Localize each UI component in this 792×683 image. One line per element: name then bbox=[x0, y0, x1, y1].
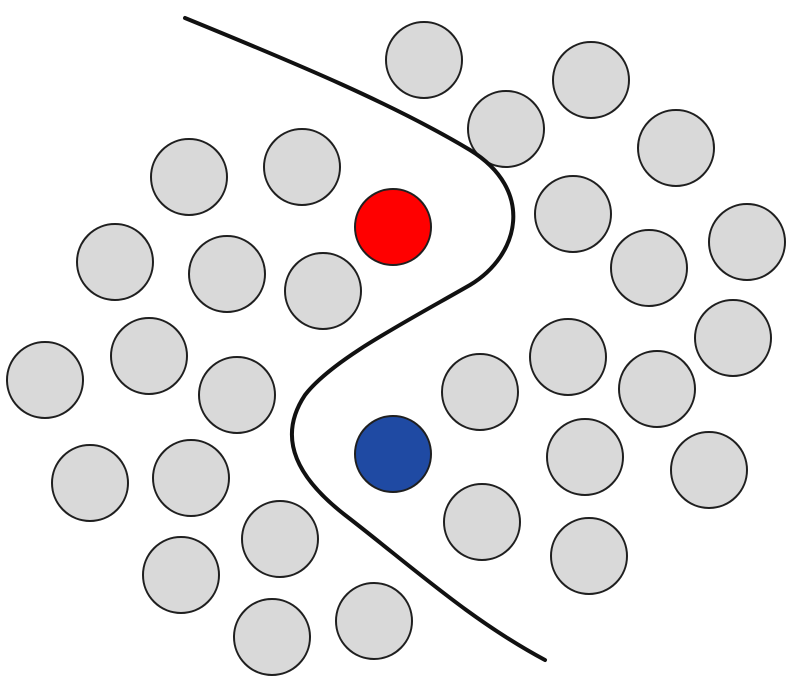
neutral-point-27 bbox=[142, 536, 220, 614]
neutral-points-group bbox=[6, 21, 786, 676]
neutral-point-6 bbox=[263, 128, 341, 206]
neutral-point-22 bbox=[546, 418, 624, 496]
neutral-point-10 bbox=[188, 235, 266, 313]
neutral-point-2 bbox=[552, 41, 630, 119]
neutral-point-4 bbox=[637, 109, 715, 187]
neutral-point-24 bbox=[241, 500, 319, 578]
decision-boundary bbox=[183, 16, 547, 662]
neutral-point-19 bbox=[618, 350, 696, 428]
neutral-point-28 bbox=[233, 598, 311, 676]
neutral-point-23 bbox=[670, 431, 748, 509]
neutral-point-9 bbox=[76, 223, 154, 301]
neutral-point-8 bbox=[708, 203, 786, 281]
neutral-point-12 bbox=[610, 229, 688, 307]
neutral-point-21 bbox=[152, 439, 230, 517]
neutral-point-15 bbox=[198, 356, 276, 434]
red-point bbox=[354, 188, 432, 266]
neutral-point-13 bbox=[6, 341, 84, 419]
neutral-point-29 bbox=[335, 582, 413, 660]
neutral-point-16 bbox=[441, 353, 519, 431]
neutral-point-25 bbox=[443, 483, 521, 561]
neutral-point-11 bbox=[284, 252, 362, 330]
neutral-point-1 bbox=[385, 21, 463, 99]
neutral-point-26 bbox=[550, 517, 628, 595]
blue-point bbox=[354, 415, 432, 493]
neutral-point-7 bbox=[534, 175, 612, 253]
neutral-point-14 bbox=[110, 317, 188, 395]
neutral-point-3 bbox=[467, 90, 545, 168]
neutral-point-17 bbox=[529, 318, 607, 396]
neutral-point-20 bbox=[51, 444, 129, 522]
neutral-point-18 bbox=[694, 299, 772, 377]
neutral-point-5 bbox=[150, 138, 228, 216]
